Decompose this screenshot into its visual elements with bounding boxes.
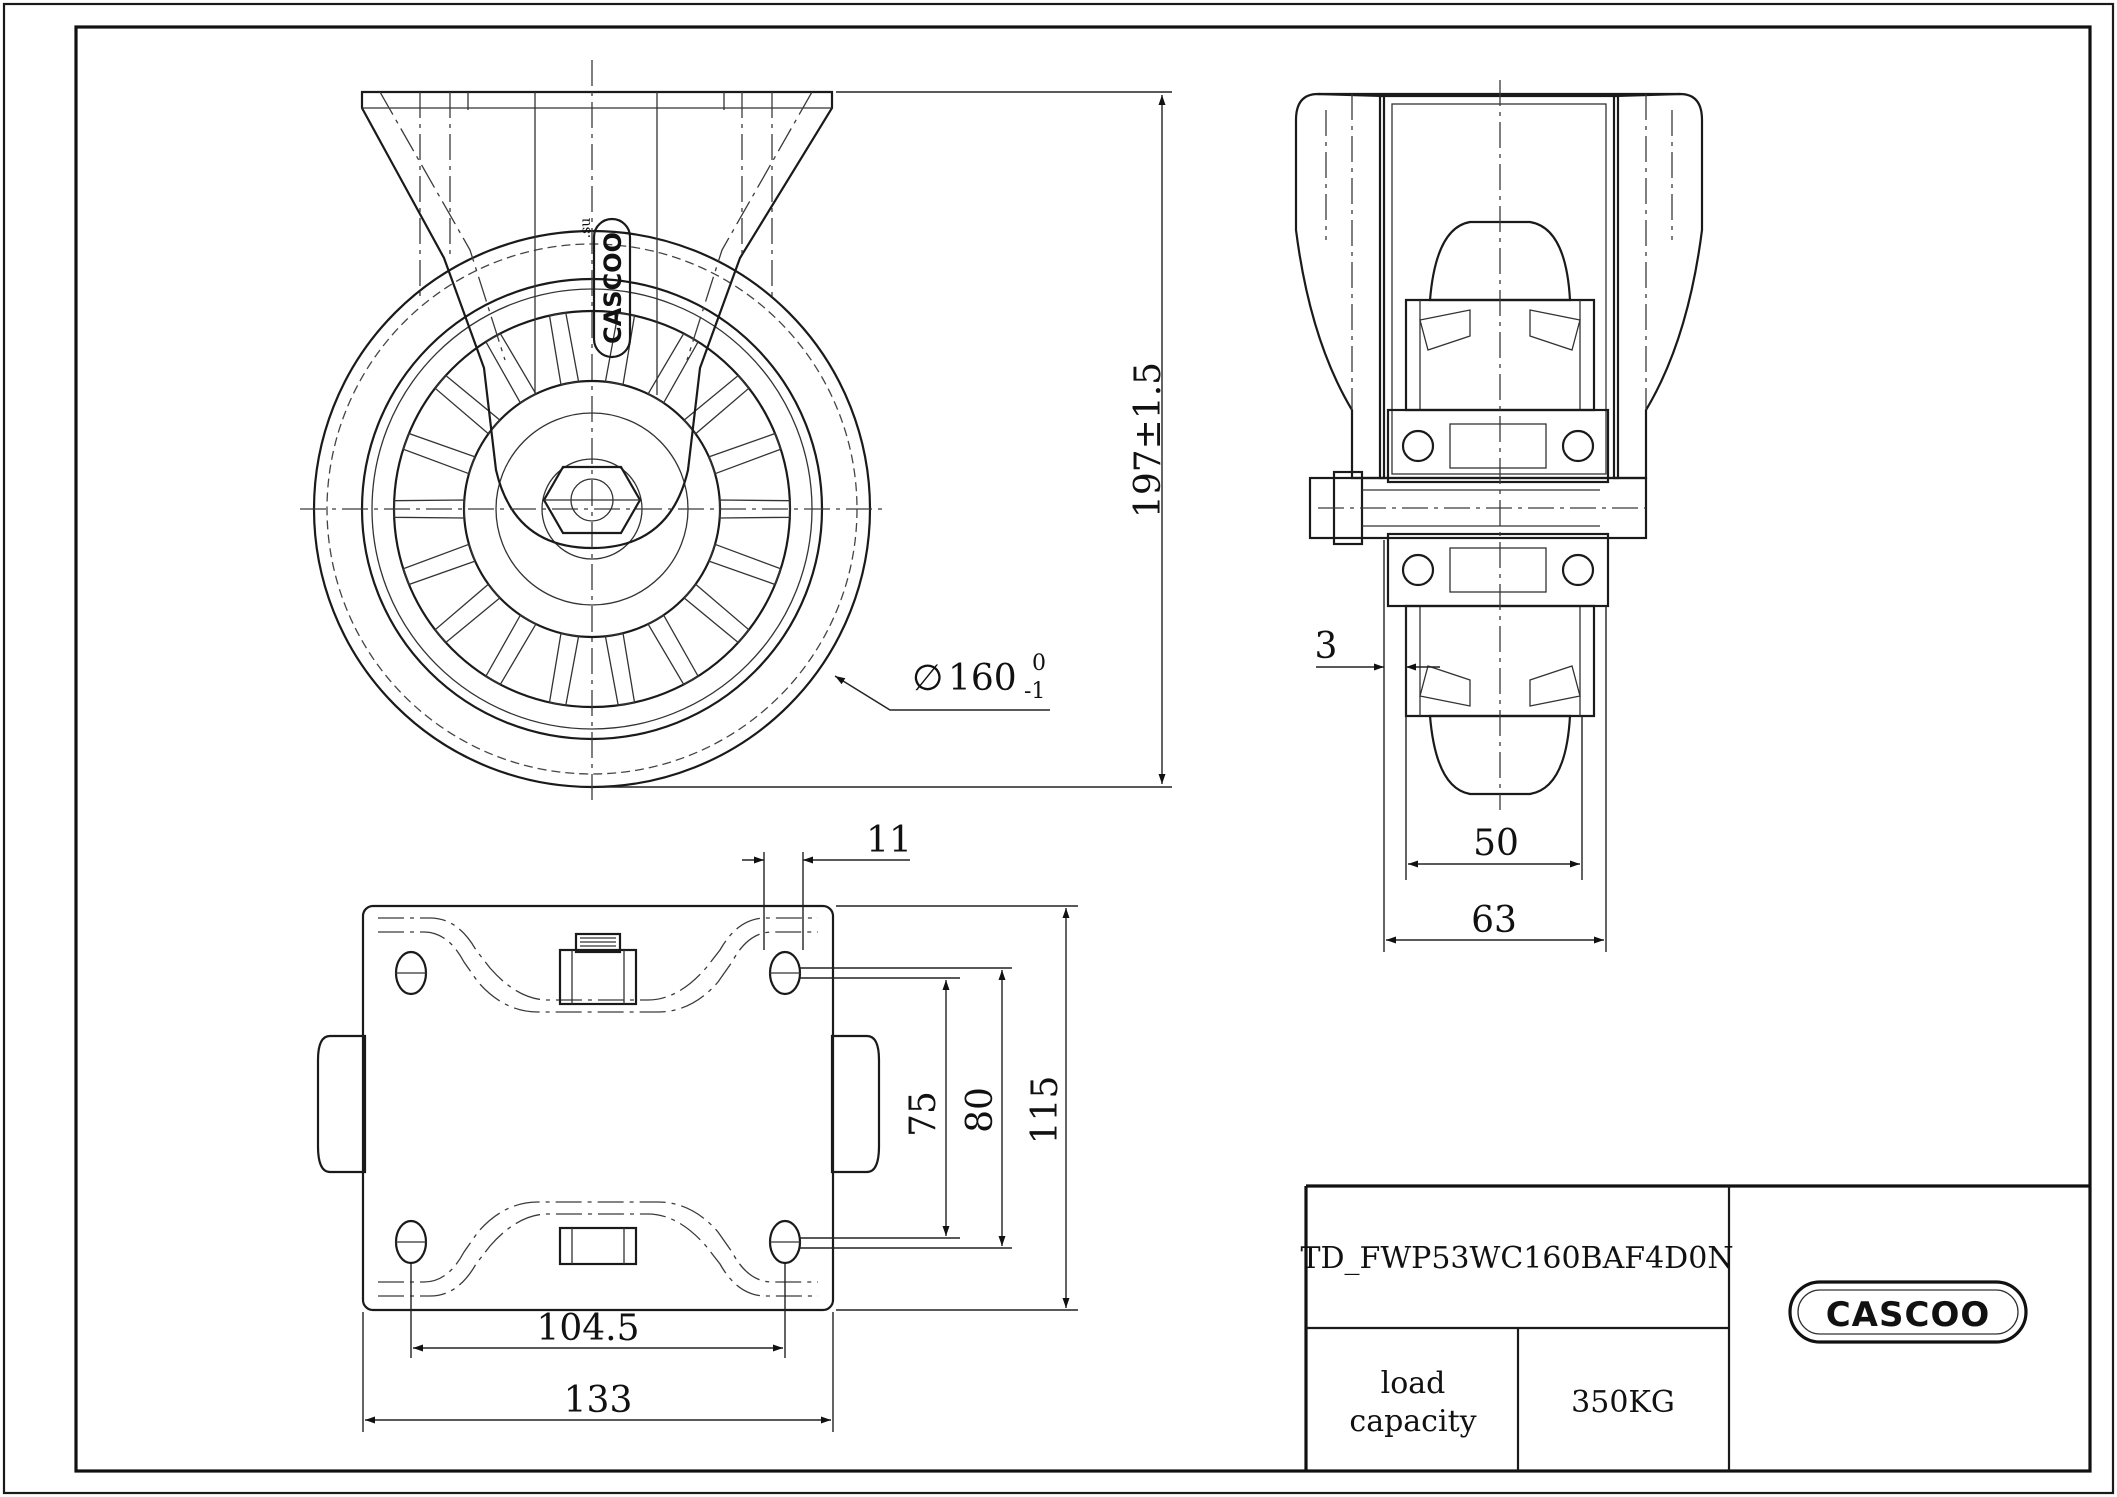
- svg-text:.su: .su: [578, 218, 594, 239]
- brand-logo: CASCOO: [1788, 1280, 2028, 1344]
- tyre-section-top: [1428, 220, 1572, 302]
- wheel-spoke: [647, 332, 699, 404]
- svg-text:CASCOO: CASCOO: [1826, 1295, 1991, 1335]
- dim-plate-width: 133: [564, 1380, 633, 1421]
- wheel-spoke: [434, 374, 501, 435]
- wheel-spoke: [683, 583, 750, 644]
- wheel-spoke: [402, 543, 476, 586]
- wheel-spoke: [604, 311, 636, 386]
- svg-text:CASCOO: CASCOO: [599, 232, 627, 344]
- wheel-spoke: [548, 311, 580, 386]
- plate-bulge-right: [830, 1034, 881, 1174]
- dim-slot-offset: 11: [866, 820, 912, 861]
- svg-text:0: 0: [1032, 651, 1046, 676]
- top-view: 11 75 80 115 104.5 133: [316, 820, 1078, 1432]
- wheel-spoke: [393, 499, 465, 519]
- wheel-spoke: [485, 614, 537, 686]
- load-value: 350KG: [1571, 1385, 1675, 1420]
- title-block: TD_FWP53WC160BAF4D0N load capacity 350KG…: [1300, 1184, 2090, 1471]
- tyre-section-bottom: [1428, 714, 1572, 796]
- wheel-spokes: [393, 311, 791, 707]
- wheel-spoke: [719, 499, 791, 519]
- fork-logo: CASCOO .su: [578, 218, 632, 359]
- wheel-spoke: [708, 432, 782, 475]
- wheel-spoke: [402, 432, 476, 475]
- dim-gap: 3: [1315, 626, 1338, 667]
- dim-diameter: ∅ 160 0 -1: [912, 651, 1046, 704]
- dim-wheel-width: 50: [1473, 823, 1519, 864]
- bearing-upper: [1386, 408, 1610, 484]
- fork-leg-left: [1294, 92, 1386, 480]
- svg-text:160: 160: [948, 658, 1017, 699]
- wheel-spoke: [604, 632, 636, 707]
- mounting-plate: [361, 904, 835, 1312]
- center-bolt-bottom: [558, 1226, 638, 1266]
- wheel-spoke: [647, 614, 699, 686]
- fork-leg-right: [1612, 92, 1704, 480]
- svg-text:-1: -1: [1024, 679, 1045, 704]
- wheel-spoke: [434, 583, 501, 644]
- load-label-line1: load: [1381, 1366, 1446, 1401]
- plate-bulge-left: [316, 1034, 367, 1174]
- dim-hole-spacing-long: 104.5: [536, 1308, 639, 1349]
- part-number: TD_FWP53WC160BAF4D0N: [1300, 1241, 1733, 1276]
- dim-hole-spacing: 80: [960, 1087, 1001, 1133]
- wheel-spoke: [708, 543, 782, 586]
- front-view: CASCOO .su 197±1.5 ∅ 160 0 -1: [300, 60, 1172, 800]
- drawing-frame: [74, 25, 2092, 1473]
- dim-height: 197±1.5: [1128, 362, 1169, 518]
- dim-plate-length: 115: [1025, 1076, 1066, 1145]
- svg-text:∅: ∅: [912, 658, 943, 699]
- load-label-line2: capacity: [1349, 1404, 1476, 1439]
- dim-fork-width: 63: [1471, 900, 1517, 941]
- side-view: 3 50 63: [1294, 80, 1704, 952]
- center-bolt-top: [558, 948, 638, 1006]
- dim-hole-spacing-short: 75: [903, 1091, 944, 1137]
- wheel-spoke: [485, 332, 537, 404]
- wheel-spoke: [548, 632, 580, 707]
- bearing-lower: [1386, 532, 1610, 608]
